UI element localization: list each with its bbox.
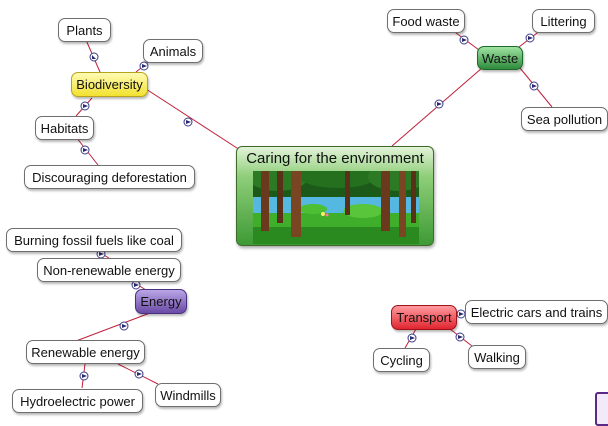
topic-renewable-energy[interactable]: Renewable energy — [26, 340, 145, 364]
topic-food-waste-label: Food waste — [392, 13, 460, 29]
branch-waste-label: Waste — [481, 50, 519, 66]
topic-plants-label: Plants — [66, 22, 103, 38]
topic-habitats-label: Habitats — [40, 120, 89, 136]
topic-electric-cars-trains-label: Electric cars and trains — [470, 304, 603, 320]
branch-waste[interactable]: Waste — [477, 46, 523, 70]
topic-non-renewable-energy-label: Non-renewable energy — [43, 262, 175, 278]
topic-littering-label: Littering — [540, 13, 587, 29]
document-icon[interactable] — [595, 392, 608, 426]
topic-renewable-energy-label: Renewable energy — [31, 344, 140, 360]
branch-biodiversity-label: Biodiversity — [76, 77, 143, 92]
connector-center-biodiversity — [145, 88, 241, 151]
topic-walking-label: Walking — [474, 349, 520, 365]
topic-animals-label: Animals — [149, 43, 197, 59]
central-topic-node[interactable]: Caring for the environment — [236, 146, 434, 246]
topic-cycling-label: Cycling — [380, 352, 423, 368]
topic-burning-fossil-fuels[interactable]: Burning fossil fuels like coal — [6, 228, 182, 252]
connector-energy-renewable — [75, 312, 151, 342]
topic-hydroelectric-power-label: Hydroelectric power — [20, 393, 135, 409]
topic-burning-fossil-fuels-label: Burning fossil fuels like coal — [14, 232, 174, 248]
mind-map-connectors — [75, 29, 553, 389]
topic-hydroelectric-power[interactable]: Hydroelectric power — [12, 389, 143, 413]
topic-discouraging-deforestation-label: Discouraging deforestation — [32, 169, 187, 185]
branch-energy[interactable]: Energy — [135, 289, 187, 314]
topic-sea-pollution-label: Sea pollution — [526, 111, 603, 127]
branch-transport-label: Transport — [396, 310, 452, 325]
forest-illustration-icon — [253, 171, 419, 244]
topic-windmills[interactable]: Windmills — [155, 383, 221, 407]
branch-biodiversity[interactable]: Biodiversity — [71, 72, 148, 97]
topic-windmills-label: Windmills — [160, 387, 216, 403]
topic-cycling[interactable]: Cycling — [373, 348, 430, 372]
branch-energy-label: Energy — [140, 294, 182, 309]
topic-littering[interactable]: Littering — [532, 9, 595, 33]
topic-habitats[interactable]: Habitats — [35, 116, 94, 140]
topic-non-renewable-energy[interactable]: Non-renewable energy — [37, 258, 181, 282]
topic-electric-cars-trains[interactable]: Electric cars and trains — [465, 300, 608, 324]
topic-sea-pollution[interactable]: Sea pollution — [521, 107, 608, 131]
topic-food-waste[interactable]: Food waste — [387, 9, 465, 33]
topic-walking[interactable]: Walking — [468, 345, 526, 369]
topic-plants[interactable]: Plants — [58, 18, 111, 42]
branch-transport[interactable]: Transport — [391, 305, 457, 330]
central-topic-title: Caring for the environment — [246, 150, 424, 167]
topic-discouraging-deforestation[interactable]: Discouraging deforestation — [24, 165, 195, 189]
topic-animals[interactable]: Animals — [143, 39, 203, 63]
